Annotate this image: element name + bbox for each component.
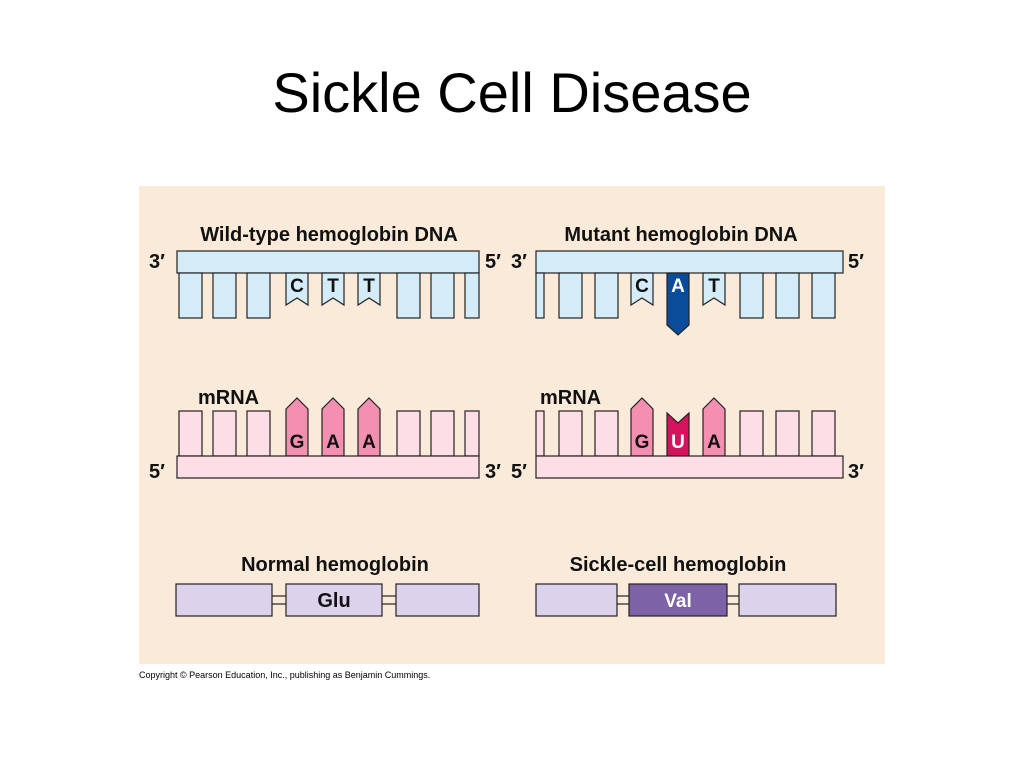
wild-dna-base-1: C (290, 276, 304, 297)
wild-mrna-base-1: G (290, 432, 305, 453)
copyright-notice: Copyright © Pearson Education, Inc., pub… (139, 670, 431, 680)
wild-mrna-right-end: 3′ (485, 461, 501, 483)
wild-mrna-bases: G A A (290, 432, 377, 453)
wild-dna-base-2: T (327, 276, 339, 297)
wild-mrna-left-end: 5′ (149, 461, 165, 483)
mutant-mrna-bases: G U A (635, 432, 722, 453)
wild-dna-label: Wild-type hemoglobin DNA (200, 224, 458, 246)
wild-protein-chain (175, 583, 480, 617)
wild-dna-strand (176, 250, 480, 319)
wild-mrna-label: mRNA (198, 387, 259, 409)
mutant-mrna-base-3: A (707, 432, 721, 453)
mutant-dna-strand (535, 250, 844, 336)
mutant-mrna-base-2: U (671, 432, 685, 453)
mutant-mrna-label: mRNA (540, 387, 601, 409)
mutant-mrna-strand (535, 397, 844, 479)
mutant-mrna-right-end: 3′ (848, 461, 864, 483)
mutant-dna-right-end: 5′ (848, 251, 864, 273)
wild-mrna-base-2: A (326, 432, 340, 453)
mutant-protein-label: Sickle-cell hemoglobin (570, 554, 787, 576)
wild-amino-acid: Glu (317, 590, 350, 612)
wild-mrna-base-3: A (362, 432, 376, 453)
wild-dna-bases: C T T (290, 276, 375, 297)
mutant-dna-base-3: T (708, 276, 720, 297)
mutant-dna-base-1: C (635, 276, 649, 297)
sickle-cell-figure: Wild-type hemoglobin DNA 3′ 5′ C T T mRN… (139, 186, 885, 664)
mutant-mrna-base-1: G (635, 432, 650, 453)
figure-svg: Wild-type hemoglobin DNA 3′ 5′ C T T mRN… (149, 224, 864, 617)
wild-dna-right-end: 5′ (485, 251, 501, 273)
wild-protein-label: Normal hemoglobin (241, 554, 429, 576)
wild-dna-left-end: 3′ (149, 251, 165, 273)
mutant-dna-left-end: 3′ (511, 251, 527, 273)
mutant-amino-acid: Val (664, 591, 691, 612)
wild-mrna-strand (176, 397, 480, 479)
mutant-dna-base-2: A (671, 276, 685, 297)
mutant-protein-chain (535, 583, 837, 617)
mutant-dna-bases: C A T (635, 276, 720, 297)
slide-title: Sickle Cell Disease (272, 61, 752, 124)
mutant-mrna-left-end: 5′ (511, 461, 527, 483)
mutant-dna-label: Mutant hemoglobin DNA (564, 224, 797, 246)
wild-dna-base-3: T (363, 276, 375, 297)
